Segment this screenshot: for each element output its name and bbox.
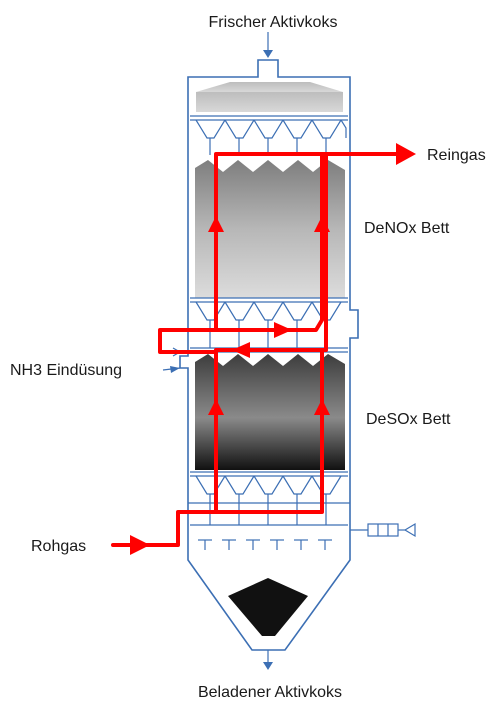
top-coke-bin <box>196 92 343 112</box>
gas-flow-path <box>111 152 400 547</box>
loaded-coke-outlet-arrow <box>263 650 273 670</box>
nh3-injection-label: NH3 Eindüsung <box>10 362 122 379</box>
fresh-coke-label: Frischer Aktivkoks <box>209 14 338 31</box>
reactor-vessel <box>179 59 359 651</box>
loaded-coke-label: Beladener Aktivkoks <box>198 684 342 701</box>
fresh-coke-inlet-arrow <box>263 32 273 58</box>
desox-bed <box>195 354 345 470</box>
raw-gas-arrowhead <box>130 535 150 555</box>
clean-gas-label: Reingas <box>427 147 486 164</box>
denox-bed-label: DeNOx Bett <box>364 220 450 237</box>
drive-actuator <box>350 522 416 538</box>
loaded-coke-pile <box>228 578 308 636</box>
gas-flow-arrowheads <box>130 143 416 555</box>
raw-gas-label: Rohgas <box>31 538 86 555</box>
desox-bed-label: DeSOx Bett <box>366 411 451 428</box>
denox-top-hopper-row <box>195 119 347 155</box>
desox-bottom-hopper-row <box>190 475 348 526</box>
discharge-rollers <box>198 539 332 550</box>
nh3-leader-arrow <box>162 366 181 373</box>
clean-gas-arrowhead <box>396 143 416 165</box>
denox-bed <box>195 160 345 298</box>
